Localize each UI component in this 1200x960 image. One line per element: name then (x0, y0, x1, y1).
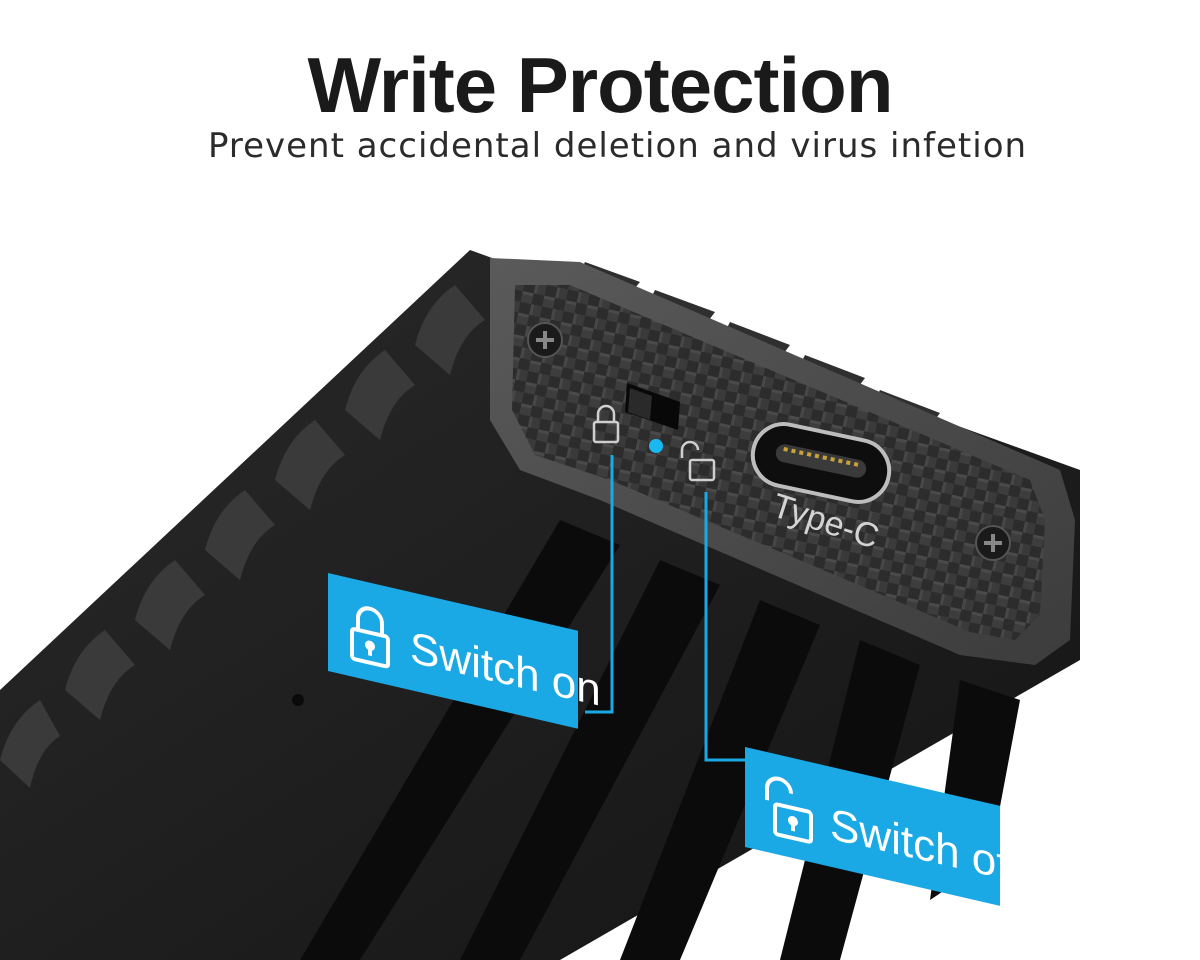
status-led (649, 439, 663, 453)
write-protect-switch (625, 383, 680, 430)
screw-right (975, 525, 1011, 561)
side-ridges (0, 285, 485, 788)
cap-lock-icon (592, 404, 620, 444)
lock-icon (350, 606, 390, 669)
unlock-icon (765, 776, 813, 844)
end-cap: Type-C (490, 258, 1075, 665)
usb-c-port (750, 422, 892, 504)
page-subtitle: Prevent accidental deletion and virus in… (207, 126, 1028, 166)
leader-lines (585, 455, 745, 762)
cap-unlock-icon (680, 440, 716, 482)
page-title: Write Protection (307, 41, 894, 129)
screw-left (527, 322, 563, 358)
